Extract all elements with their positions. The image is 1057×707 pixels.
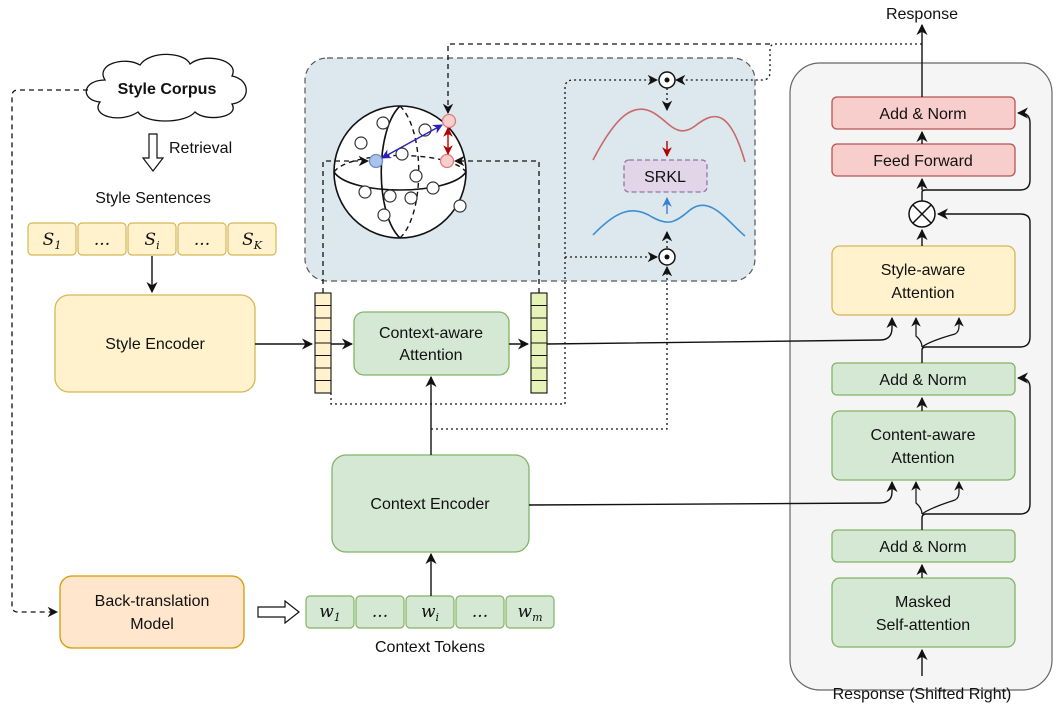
style-token-box [27,222,77,256]
style-token-box [177,222,227,256]
feed-forward-label: Feed Forward [873,153,973,170]
srkl-box [623,159,708,193]
context-token: w1 [319,602,341,624]
context-token-box [305,595,355,629]
style-aware-attention-label: Style-aware [881,262,966,279]
back-translation-box [59,575,245,649]
retrieval-label: Retrieval [169,140,232,157]
context-token: wi [421,602,439,624]
response-output-label: Response [886,6,958,23]
context-token-box [455,595,505,629]
context-tokens-row: w1 ... wi ... wm [305,595,555,629]
style-token: ... [94,230,110,250]
style-token-box [127,222,177,256]
context-token-box [355,595,405,629]
add-norm-low-label: Add & Norm [879,539,966,556]
back-translation-label: Model [130,616,174,633]
back-translation-label: Back-translation [95,593,210,610]
add-norm-top-box [831,96,1016,130]
otimes-node [908,200,936,228]
context-token: ... [472,602,488,622]
content-aware-attention-box [831,410,1016,481]
style-aware-attention-box [831,245,1016,316]
odot-bottom [658,248,676,266]
style-corpus-label: Style Corpus [118,81,217,98]
hypersphere [333,105,467,239]
feed-forward-box [831,143,1016,177]
add-norm-mid-box [831,362,1016,396]
context-tokens-label: Context Tokens [375,639,485,656]
context-vector [530,292,548,394]
context-token: ... [372,602,388,622]
style-corpus-cloud: Style Corpus [85,53,247,122]
style-token: Si [144,230,159,252]
srkl-label: SRKL [644,169,686,186]
blue-distribution-curve [592,204,746,237]
add-norm-low-box [831,529,1016,563]
response-shifted-label: Response (Shifted Right) [833,686,1012,703]
add-norm-mid-label: Add & Norm [879,372,966,389]
style-token-box [227,222,277,256]
style-encoder-label: Style Encoder [105,336,205,353]
odot-top [658,71,676,89]
back-translation-arrow [257,599,300,625]
masked-self-attention-box [831,577,1016,648]
context-aware-attention-box [353,311,510,376]
retrieval-arrow [141,133,165,172]
context-aware-attention-label: Attention [399,347,462,364]
red-distribution-curve [592,108,746,163]
style-token-box [77,222,127,256]
content-aware-attention-label: Content-aware [871,427,976,444]
add-norm-top-label: Add & Norm [879,106,966,123]
style-token: SK [242,230,263,252]
style-token: S1 [43,230,62,252]
style-vector [314,292,332,394]
masked-self-attention-label: Masked [895,594,951,611]
masked-self-attention-label: Self-attention [876,617,970,634]
context-encoder-label: Context Encoder [370,496,490,513]
style-token: ... [194,230,210,250]
style-aware-attention-label: Attention [891,285,954,302]
context-aware-attention-label: Context-aware [379,325,483,342]
context-token-box [405,595,455,629]
context-token-box [505,595,555,629]
style-sentences-row: S1 ... Si ... SK [27,222,277,256]
style-sentences-label: Style Sentences [95,190,211,207]
context-token: wm [518,602,543,624]
content-aware-attention-label: Attention [891,450,954,467]
